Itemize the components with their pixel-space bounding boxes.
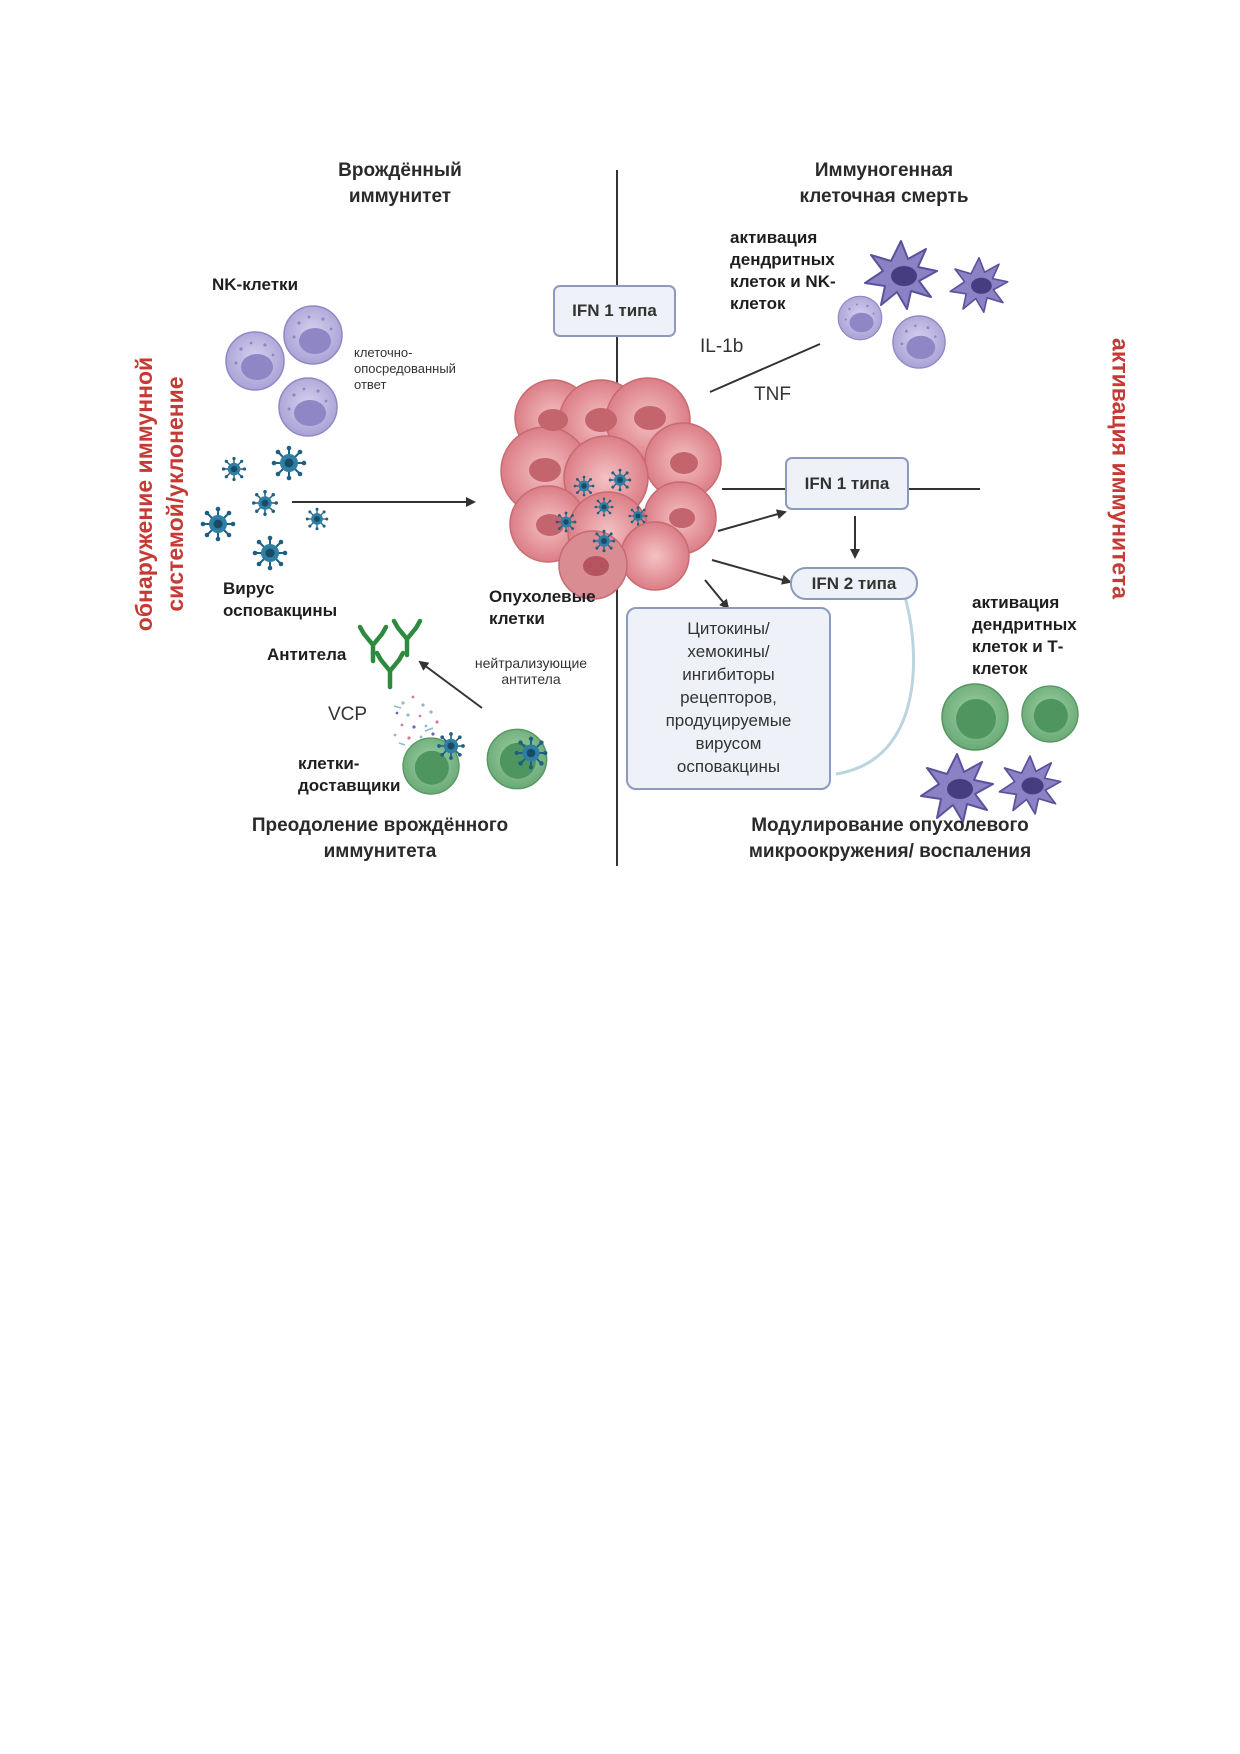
side-label-right: активация иммунитета xyxy=(1107,338,1134,599)
nk-cell-icon xyxy=(278,377,338,437)
ifn2-cytokines-connector xyxy=(835,596,916,776)
label-carrier-cells: клетки- доставщики xyxy=(298,754,401,795)
nk-cell-icon xyxy=(837,295,883,341)
side-label-left-line2: системой/уклонение xyxy=(162,376,188,612)
carrier-cell-icon xyxy=(486,728,549,790)
nk-cell-icon xyxy=(892,315,946,369)
nk-cell-icon xyxy=(225,331,285,391)
label-vcp: VCP xyxy=(328,704,368,725)
label-virus: Вирус осповакцины xyxy=(223,579,338,620)
label-tnf: TNF xyxy=(754,384,791,405)
antibody-icon xyxy=(394,621,420,655)
virus-icon xyxy=(305,507,329,531)
ifn1-top-box: IFN 1 типа xyxy=(553,285,676,337)
heading-immunogenic-death: Иммуногенная клеточная смерть xyxy=(799,160,969,207)
il1b-tnf-line xyxy=(709,343,821,393)
virus-icon xyxy=(199,505,237,543)
label-dc-t-activation: активация дендритных клеток и Т- клеток xyxy=(972,593,1077,678)
label-cell-mediated: клеточно- опосредованный ответ xyxy=(354,345,456,392)
virus-icon xyxy=(270,444,308,482)
nk-cell-icon xyxy=(283,305,343,365)
ifn1-right-box: IFN 1 типа xyxy=(785,457,909,510)
side-label-left-line1: обнаружение иммунной xyxy=(131,356,157,632)
heading-innate-immunity: Врождённый иммунитет xyxy=(338,160,462,207)
label-tumor-cells: Опухолевые клетки xyxy=(489,587,596,628)
ifn2-box: IFN 2 типа xyxy=(790,567,918,600)
virus-icon xyxy=(221,456,247,482)
label-il1b: IL-1b xyxy=(700,336,744,357)
antibody-icon xyxy=(377,653,403,687)
side-label-left: обнаружение иммунной системой/уклонение xyxy=(129,314,191,674)
t-cell-icon xyxy=(941,683,1009,751)
heading-overcoming-innate: Преодоление врождённого иммунитета xyxy=(251,815,509,862)
tumor-to-cytokines-arrow xyxy=(704,579,730,610)
virus-icon xyxy=(251,534,289,572)
antibody-icon xyxy=(360,627,386,661)
label-neutralizing: нейтрализующие антитела xyxy=(474,655,588,687)
label-antibodies: Антитела xyxy=(267,645,347,664)
tumor-cluster-icon xyxy=(500,377,722,600)
tumor-to-ifn2-arrow xyxy=(711,559,792,585)
t-cell-icon xyxy=(1021,685,1079,743)
tumor-to-ifn1-arrow xyxy=(717,509,787,532)
vcp-particles-icon xyxy=(393,695,440,748)
dendritic-cell-icon xyxy=(920,753,994,823)
heading-modulating-tme: Модулирование опухолевого микроокружения… xyxy=(748,815,1032,862)
label-nk-cells: NK-клетки xyxy=(212,275,299,294)
dendritic-cell-icon xyxy=(864,240,938,310)
carrier-cell-icon xyxy=(402,731,466,795)
label-dc-nk-activation: активация дендритных клеток и NK- клеток xyxy=(730,228,836,313)
dendritic-cell-icon xyxy=(998,755,1062,815)
virus-icon xyxy=(251,489,279,517)
dendritic-cell-icon xyxy=(949,256,1009,314)
neutralizing-arrow xyxy=(418,660,483,709)
cytokines-box: Цитокины/ хемокины/ ингибиторы рецепторо… xyxy=(626,607,831,790)
